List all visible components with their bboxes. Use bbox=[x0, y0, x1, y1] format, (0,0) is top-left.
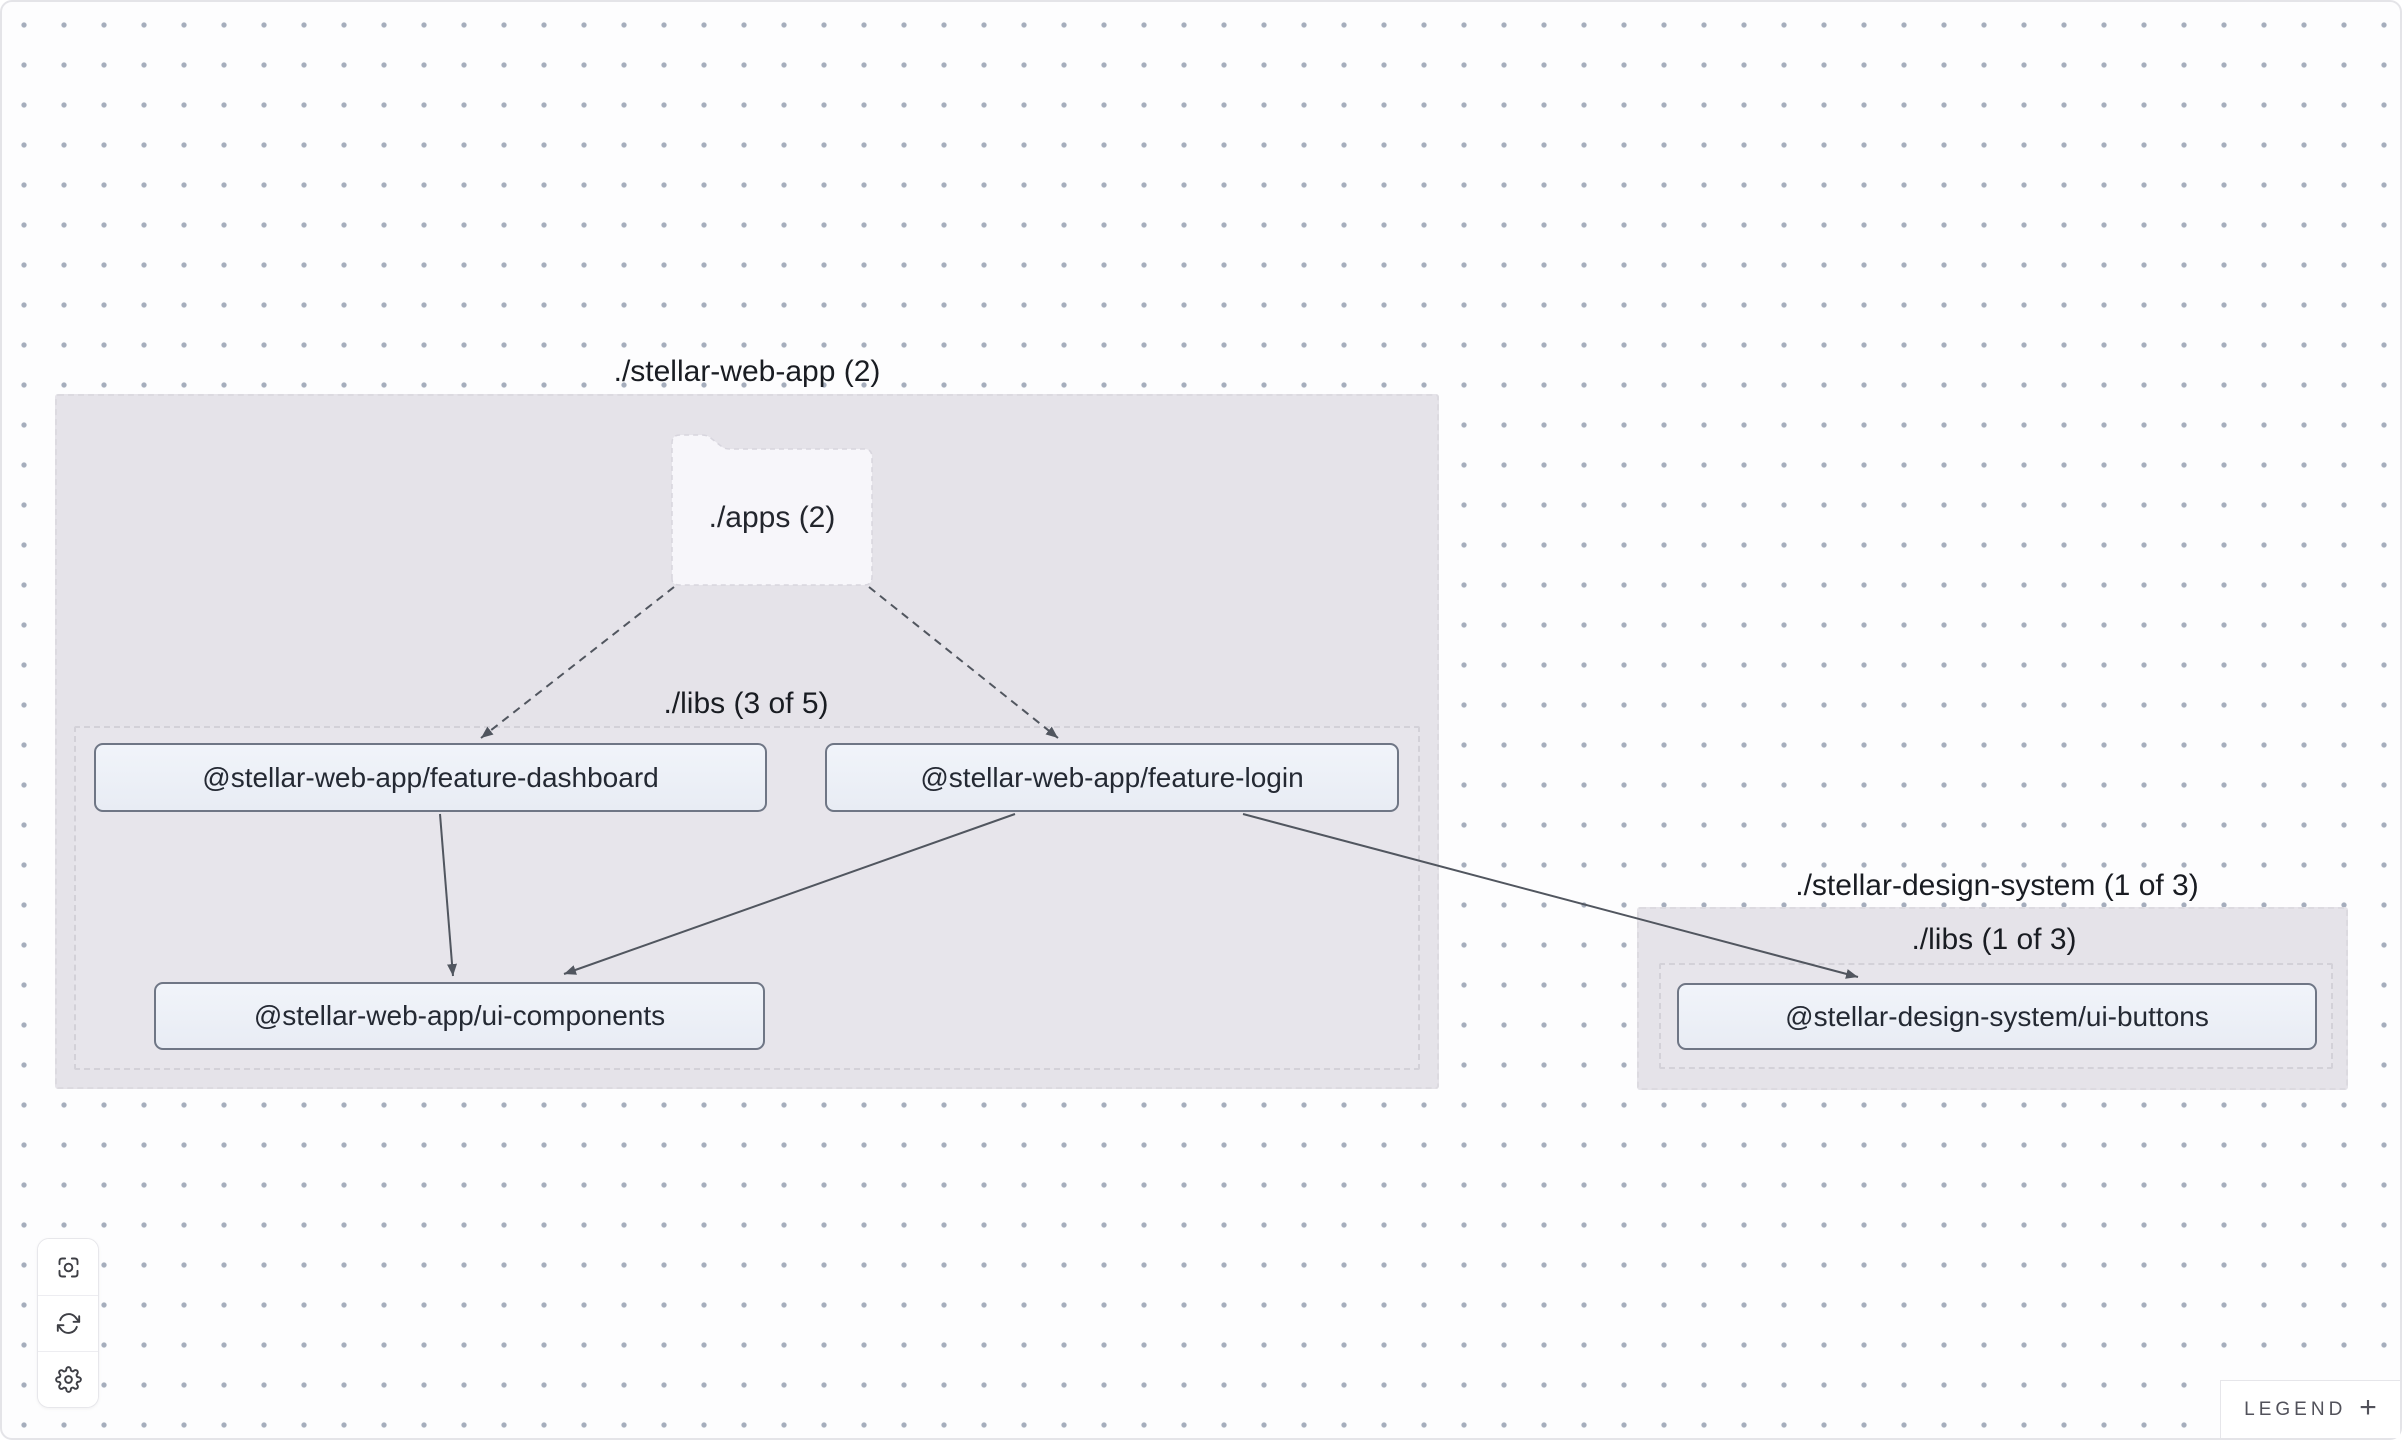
settings-button[interactable] bbox=[38, 1351, 98, 1407]
folder-node-apps[interactable]: ./apps (2) bbox=[708, 501, 836, 534]
center-graph-icon bbox=[58, 1257, 78, 1277]
legend-button[interactable]: LEGEND + bbox=[2220, 1380, 2400, 1438]
group-label-stellar-design-system: ./stellar-design-system (1 of 3) bbox=[1795, 869, 2199, 902]
refresh-button[interactable] bbox=[38, 1295, 98, 1351]
node-feature-dashboard[interactable]: @stellar-web-app/feature-dashboard bbox=[94, 743, 767, 812]
refresh-icon bbox=[56, 1313, 80, 1334]
group-label-web-app-libs: ./libs (3 of 5) bbox=[663, 687, 829, 720]
center-graph-button[interactable] bbox=[38, 1239, 98, 1295]
node-feature-login[interactable]: @stellar-web-app/feature-login bbox=[825, 743, 1399, 812]
node-ui-components[interactable]: @stellar-web-app/ui-components bbox=[154, 982, 765, 1050]
group-label-stellar-web-app: ./stellar-web-app (2) bbox=[613, 355, 881, 388]
graph-toolbar bbox=[37, 1238, 99, 1408]
node-ui-buttons[interactable]: @stellar-design-system/ui-buttons bbox=[1677, 983, 2317, 1050]
legend-label: LEGEND bbox=[2244, 1398, 2347, 1420]
settings-gear-icon bbox=[54, 1366, 82, 1393]
plus-icon: + bbox=[2359, 1391, 2377, 1424]
group-label-design-system-libs: ./libs (1 of 3) bbox=[1911, 923, 2077, 956]
